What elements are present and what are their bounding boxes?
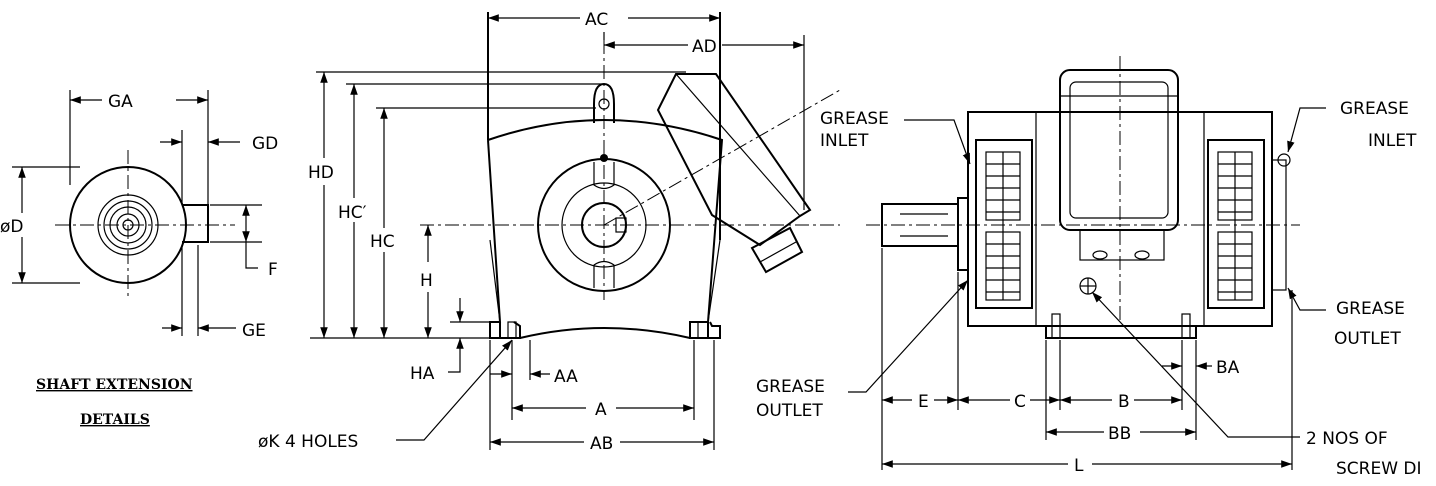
label-k-holes: øK 4 HOLES xyxy=(258,432,358,452)
label-bb: BB xyxy=(1108,424,1131,444)
label-ab: AB xyxy=(590,434,613,454)
label-h: H xyxy=(420,271,433,291)
label-d: øD xyxy=(0,217,24,237)
label-ad: AD xyxy=(692,37,717,57)
label-grease-outlet-left-2: OUTLET xyxy=(756,401,823,421)
vent-slots-left xyxy=(985,151,1021,301)
motor-body xyxy=(967,111,1273,327)
label-grease-outlet-left-1: GREASE xyxy=(756,377,825,397)
label-grease-inlet-left-2: INLET xyxy=(820,131,869,151)
side-view: E C B BA BB L GREASE INLET GREASE INLET … xyxy=(756,56,1422,479)
terminal-box-top xyxy=(1059,69,1179,231)
label-l: L xyxy=(1074,456,1084,476)
vent-slots-right xyxy=(1217,151,1253,301)
shaft-title-line1: SHAFT EXTENSION xyxy=(36,377,193,393)
frame-body xyxy=(487,119,724,339)
label-b: B xyxy=(1118,392,1130,412)
vent-panel-left xyxy=(975,139,1033,309)
shaft-key xyxy=(182,204,209,243)
label-ac: AC xyxy=(585,10,608,30)
label-hc: HC xyxy=(370,232,395,252)
label-hd: HD xyxy=(308,163,334,183)
label-e: E xyxy=(918,392,929,412)
foot-hole-right xyxy=(689,321,699,339)
foot-hole-left xyxy=(507,321,517,339)
label-grease-outlet-right-1: GREASE xyxy=(1336,299,1405,319)
label-hc-prime: HC′ xyxy=(338,203,367,223)
feet xyxy=(1045,326,1197,339)
label-ba: BA xyxy=(1216,358,1240,378)
label-grease-inlet-left-1: GREASE xyxy=(820,109,889,129)
label-grease-outlet-right-2: OUTLET xyxy=(1334,329,1401,349)
label-ge: GE xyxy=(242,321,266,341)
terminal-box xyxy=(656,73,812,247)
end-view: AC AD HD HC′ HC H HA xyxy=(258,10,841,454)
vent-panel-right xyxy=(1207,139,1265,309)
cable-gland xyxy=(750,226,804,274)
label-screw-nos-2: SCREW DI xyxy=(1336,459,1422,479)
grease-inlet-fitting-right xyxy=(1277,153,1291,167)
label-a: A xyxy=(595,400,607,420)
label-screw-nos-1: 2 NOS OF xyxy=(1306,429,1388,449)
label-gd: GD xyxy=(252,134,278,154)
label-ha: HA xyxy=(410,364,435,384)
label-grease-inlet-right-2: INLET xyxy=(1368,131,1417,151)
shaft-title-line2: DETAILS xyxy=(80,412,150,428)
label-grease-inlet-right-1: GREASE xyxy=(1340,99,1409,119)
label-aa: AA xyxy=(554,367,578,387)
label-ga: GA xyxy=(108,92,133,112)
label-f: F xyxy=(268,260,278,280)
shaft-extension-view: GA GD øD F GE SHAFT EXTENSION DETAILS xyxy=(0,90,278,428)
label-c: C xyxy=(1014,392,1026,412)
